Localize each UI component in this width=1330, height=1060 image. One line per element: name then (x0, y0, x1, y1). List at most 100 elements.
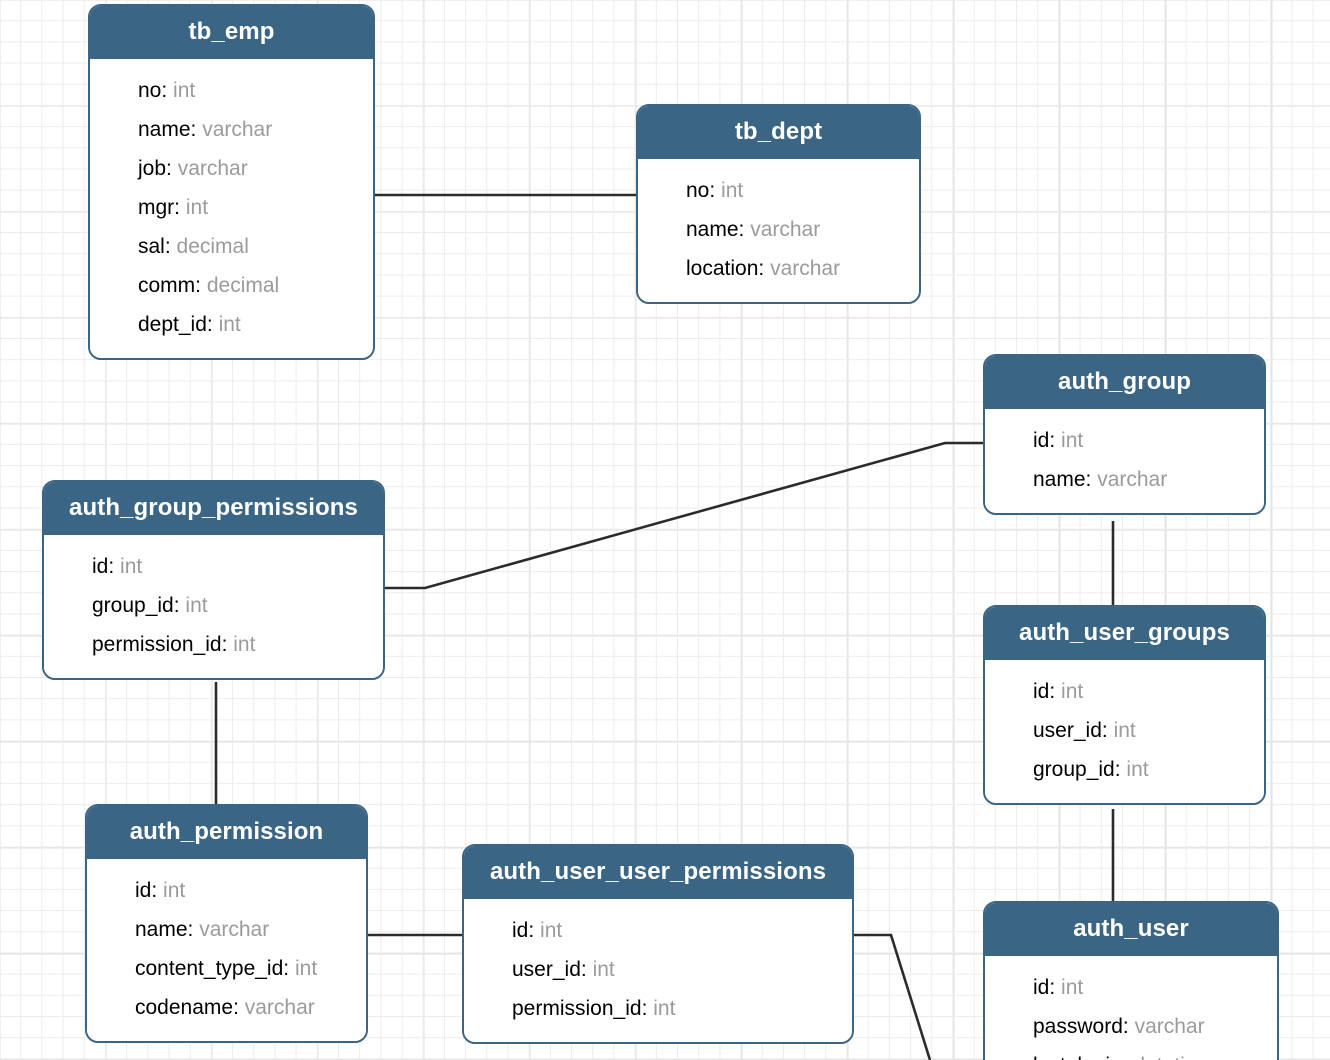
attribute-row: id: int (985, 968, 1277, 1007)
attribute-row: id: int (44, 547, 383, 586)
attribute-separator: : (161, 79, 174, 102)
attribute-separator: : (173, 594, 186, 617)
attribute-separator: : (1114, 758, 1127, 781)
attribute-name: password (1033, 1015, 1123, 1038)
attribute-separator: : (1122, 1054, 1134, 1060)
attribute-row: password: varchar (985, 1007, 1277, 1046)
attribute-separator: : (195, 274, 207, 297)
entity-title-auth_user: auth_user (985, 903, 1277, 956)
attribute-row: user_id: int (464, 950, 852, 989)
attribute-type: varchar (1097, 468, 1168, 491)
attribute-separator: : (221, 633, 234, 656)
attribute-separator: : (206, 313, 219, 336)
attribute-type: int (653, 997, 676, 1020)
attribute-type: int (1126, 758, 1149, 781)
attribute-separator: : (641, 997, 654, 1020)
attribute-name: comm (138, 274, 196, 297)
attribute-separator: : (758, 257, 771, 280)
entity-title-tb_dept: tb_dept (638, 106, 919, 159)
attribute-row: permission_id: int (464, 989, 852, 1028)
attribute-row: location: varchar (638, 249, 919, 288)
attribute-name: content_type_id (135, 957, 284, 980)
attribute-name: permission_id (92, 633, 222, 656)
attribute-name: id (1033, 680, 1050, 703)
attribute-name: id (135, 879, 152, 902)
attribute-name: name (135, 918, 188, 941)
attribute-separator: : (1049, 976, 1062, 999)
attribute-type: int (721, 179, 744, 202)
attribute-type: int (218, 313, 241, 336)
attribute-row: id: int (985, 421, 1264, 460)
attribute-row: content_type_id: int (87, 949, 366, 988)
relationship-connector[interactable] (385, 441, 983, 590)
attribute-separator: : (580, 958, 593, 981)
attribute-name: job (138, 157, 167, 180)
attribute-name: id (1033, 976, 1050, 999)
attribute-type: varchar (1134, 1015, 1205, 1038)
attribute-name: sal (138, 235, 165, 258)
entity-auth_group[interactable]: auth_group id: int name: varchar (983, 354, 1266, 515)
attribute-type: int (1061, 680, 1084, 703)
attribute-row: last_login: datetime (985, 1046, 1277, 1060)
attribute-separator: : (108, 555, 121, 578)
attribute-name: name (1033, 468, 1086, 491)
attribute-type: int (294, 957, 318, 980)
attribute-name: name (138, 118, 191, 141)
attribute-name: no (686, 179, 710, 202)
attribute-separator: : (283, 957, 295, 980)
attribute-name: id (512, 919, 529, 942)
attribute-row: permission_id: int (44, 625, 383, 664)
entity-title-auth_group: auth_group (985, 356, 1264, 409)
entity-title-auth_permission: auth_permission (87, 806, 366, 859)
attribute-separator: : (151, 879, 164, 902)
attribute-type: int (185, 594, 208, 617)
attribute-row: id: int (464, 911, 852, 950)
entity-title-auth_user_groups: auth_user_groups (985, 607, 1264, 660)
attribute-row: mgr: int (90, 188, 373, 227)
attribute-separator: : (709, 179, 722, 202)
attribute-type: varchar (199, 918, 270, 941)
attribute-type: decimal (206, 274, 280, 297)
attribute-type: int (173, 79, 196, 102)
attribute-name: permission_id (512, 997, 642, 1020)
attribute-row: job: varchar (90, 149, 373, 188)
attribute-name: codename (135, 996, 234, 1019)
attribute-name: no (138, 79, 162, 102)
entity-title-tb_emp: tb_emp (90, 6, 373, 59)
attribute-type: int (120, 555, 143, 578)
attribute-type: int (592, 958, 615, 981)
attribute-type: int (163, 879, 186, 902)
attribute-row: no: int (90, 71, 373, 110)
attribute-separator: : (166, 157, 178, 180)
attribute-name: id (92, 555, 109, 578)
attribute-type: int (185, 196, 209, 219)
entity-title-auth_group_permissions: auth_group_permissions (44, 482, 383, 535)
attribute-row: name: varchar (638, 210, 919, 249)
attribute-row: dept_id: int (90, 305, 373, 344)
attribute-separator: : (1049, 429, 1062, 452)
attribute-name: group_id (1033, 758, 1115, 781)
attribute-type: int (1061, 976, 1084, 999)
attribute-type: varchar (244, 996, 315, 1019)
attribute-row: id: int (87, 871, 366, 910)
relationship-connector[interactable] (854, 933, 932, 1060)
entity-title-auth_user_user_permissions: auth_user_user_permissions (464, 846, 852, 899)
entity-attributes-auth_permission: id: int name: varchar content_type_id: int… (87, 859, 366, 1041)
attribute-type: varchar (750, 218, 821, 241)
attribute-type: decimal (176, 235, 249, 258)
attribute-separator: : (187, 918, 200, 941)
